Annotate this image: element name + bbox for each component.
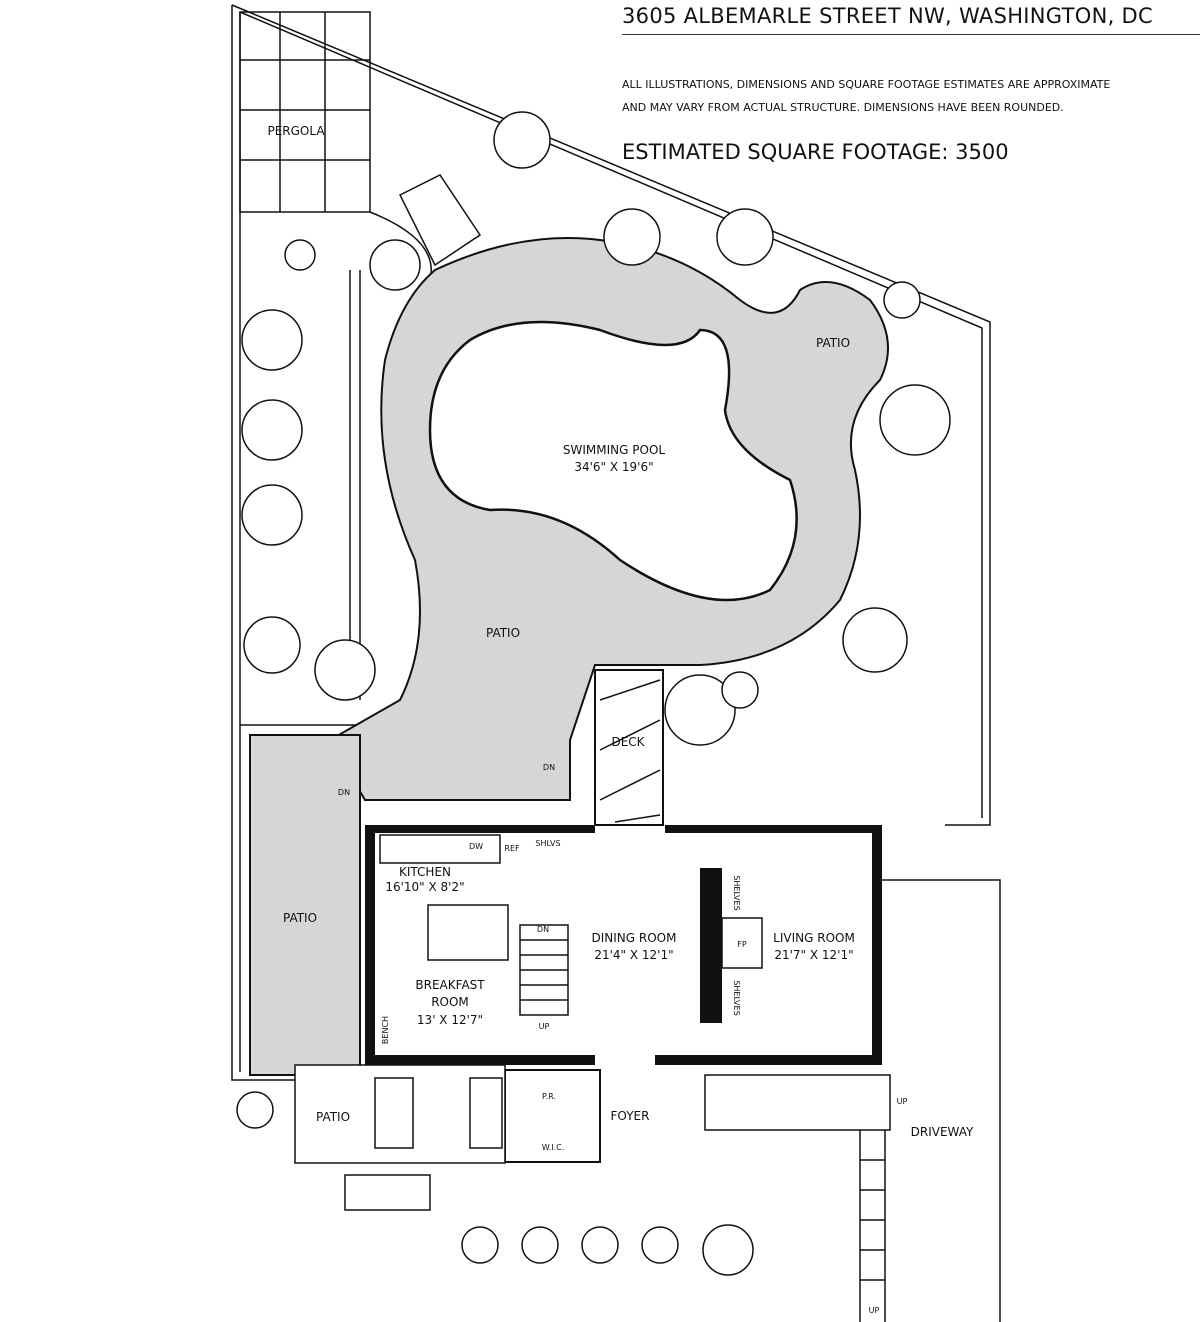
kitchen-dimensions: 16'10" X 8'2": [385, 880, 464, 894]
refrigerator-label: REF: [504, 844, 520, 853]
west-patio-paving: [249, 734, 361, 1076]
trees: [236, 111, 951, 1276]
tree-icon: [461, 1226, 499, 1264]
tree-icon: [664, 674, 736, 746]
side-down-label: DN: [338, 788, 350, 797]
fireplace-label: FP: [737, 940, 747, 949]
stair-up-label: UP: [539, 1022, 550, 1031]
tree-icon: [369, 239, 421, 291]
deck-label: DECK: [611, 735, 645, 749]
tree-icon: [842, 607, 908, 673]
title-divider: [622, 34, 1200, 35]
property-address-title: 3605 ALBEMARLE STREET NW, WASHINGTON, DC: [622, 4, 1153, 28]
living-room-dimensions: 21'7" X 12'1": [774, 948, 853, 962]
driveway-edge: [882, 879, 1001, 1322]
tree-icon: [241, 399, 303, 461]
pergola-beams: [240, 12, 370, 212]
driveway-up-label: UP: [869, 1306, 880, 1315]
pergola-structure: [239, 11, 371, 213]
breakfast-room-dimensions: 13' X 12'7": [417, 1013, 483, 1027]
breakfast-room-label-2: ROOM: [431, 995, 469, 1009]
tree-icon: [603, 208, 661, 266]
foyer-label: FOYER: [611, 1109, 650, 1123]
driveway-steps: [859, 1130, 886, 1322]
tree-icon: [883, 281, 921, 319]
shelves-bottom-label: SHELVES: [732, 980, 741, 1015]
dining-room-dimensions: 21'4" X 12'1": [594, 948, 673, 962]
tree-icon: [493, 111, 551, 169]
pergola-label: PERGOLA: [267, 124, 325, 138]
pool-label: SWIMMING POOL: [563, 443, 665, 457]
tree-icon: [716, 208, 774, 266]
garden-edging: [349, 270, 361, 700]
tree-icon: [314, 639, 376, 701]
kitchen-island: [427, 904, 509, 961]
front-porch-steps: [704, 1074, 891, 1131]
shelves-kitchen-label: SHLVS: [535, 839, 560, 848]
porch-up-label: UP: [897, 1097, 908, 1106]
kitchen-counter: [379, 834, 501, 864]
stair-treads: [520, 939, 568, 1001]
deck-down-label: DN: [543, 763, 555, 772]
tree-icon: [284, 239, 316, 271]
shelves-top-label: SHELVES: [732, 875, 741, 910]
walk-in-closet-label: W.I.C.: [542, 1143, 565, 1152]
disclaimer-line-1: ALL ILLUSTRATIONS, DIMENSIONS AND SQUARE…: [622, 78, 1111, 91]
dining-room-label: DINING ROOM: [592, 931, 677, 945]
patio-ne-label: PATIO: [816, 336, 850, 350]
pool-dimensions: 34'6" X 19'6": [574, 460, 653, 474]
tree-icon: [243, 616, 301, 674]
powder-room-label: P.R.: [542, 1092, 556, 1101]
tree-icon: [702, 1224, 754, 1276]
driveway-label: DRIVEWAY: [911, 1125, 974, 1139]
tree-icon: [236, 1091, 274, 1129]
bench-label: BENCH: [381, 1016, 390, 1044]
disclaimer-line-2: AND MAY VARY FROM ACTUAL STRUCTURE. DIME…: [622, 101, 1064, 114]
tree-icon: [241, 309, 303, 371]
patio-west-label: PATIO: [283, 911, 317, 925]
tree-icon: [521, 1226, 559, 1264]
tree-icon: [879, 384, 951, 456]
tree-icon: [641, 1226, 679, 1264]
planter-left: [374, 1077, 414, 1149]
lot-boundary: [231, 4, 991, 1081]
planter-front: [344, 1174, 431, 1211]
tree-icon: [721, 671, 759, 709]
powder-room-and-closet: [504, 1069, 601, 1163]
patio-south-label: PATIO: [316, 1110, 350, 1124]
garden-steps: [398, 174, 482, 267]
square-footage: ESTIMATED SQUARE FOOTAGE: 3500: [622, 140, 1009, 164]
fireplace: [721, 917, 763, 969]
breakfast-room-label-1: BREAKFAST: [415, 978, 485, 992]
kitchen-label: KITCHEN: [399, 865, 451, 879]
fireplace-wall: [700, 868, 722, 1023]
dishwasher-label: DW: [469, 842, 483, 851]
patio-pool-label: PATIO: [486, 626, 520, 640]
deck-boards: [599, 679, 661, 823]
swimming-pool: [428, 320, 798, 602]
tree-icon: [581, 1226, 619, 1264]
planter-right: [469, 1077, 503, 1149]
living-room-label: LIVING ROOM: [773, 931, 855, 945]
stair-down-label: DN: [537, 925, 549, 934]
tree-icon: [241, 484, 303, 546]
